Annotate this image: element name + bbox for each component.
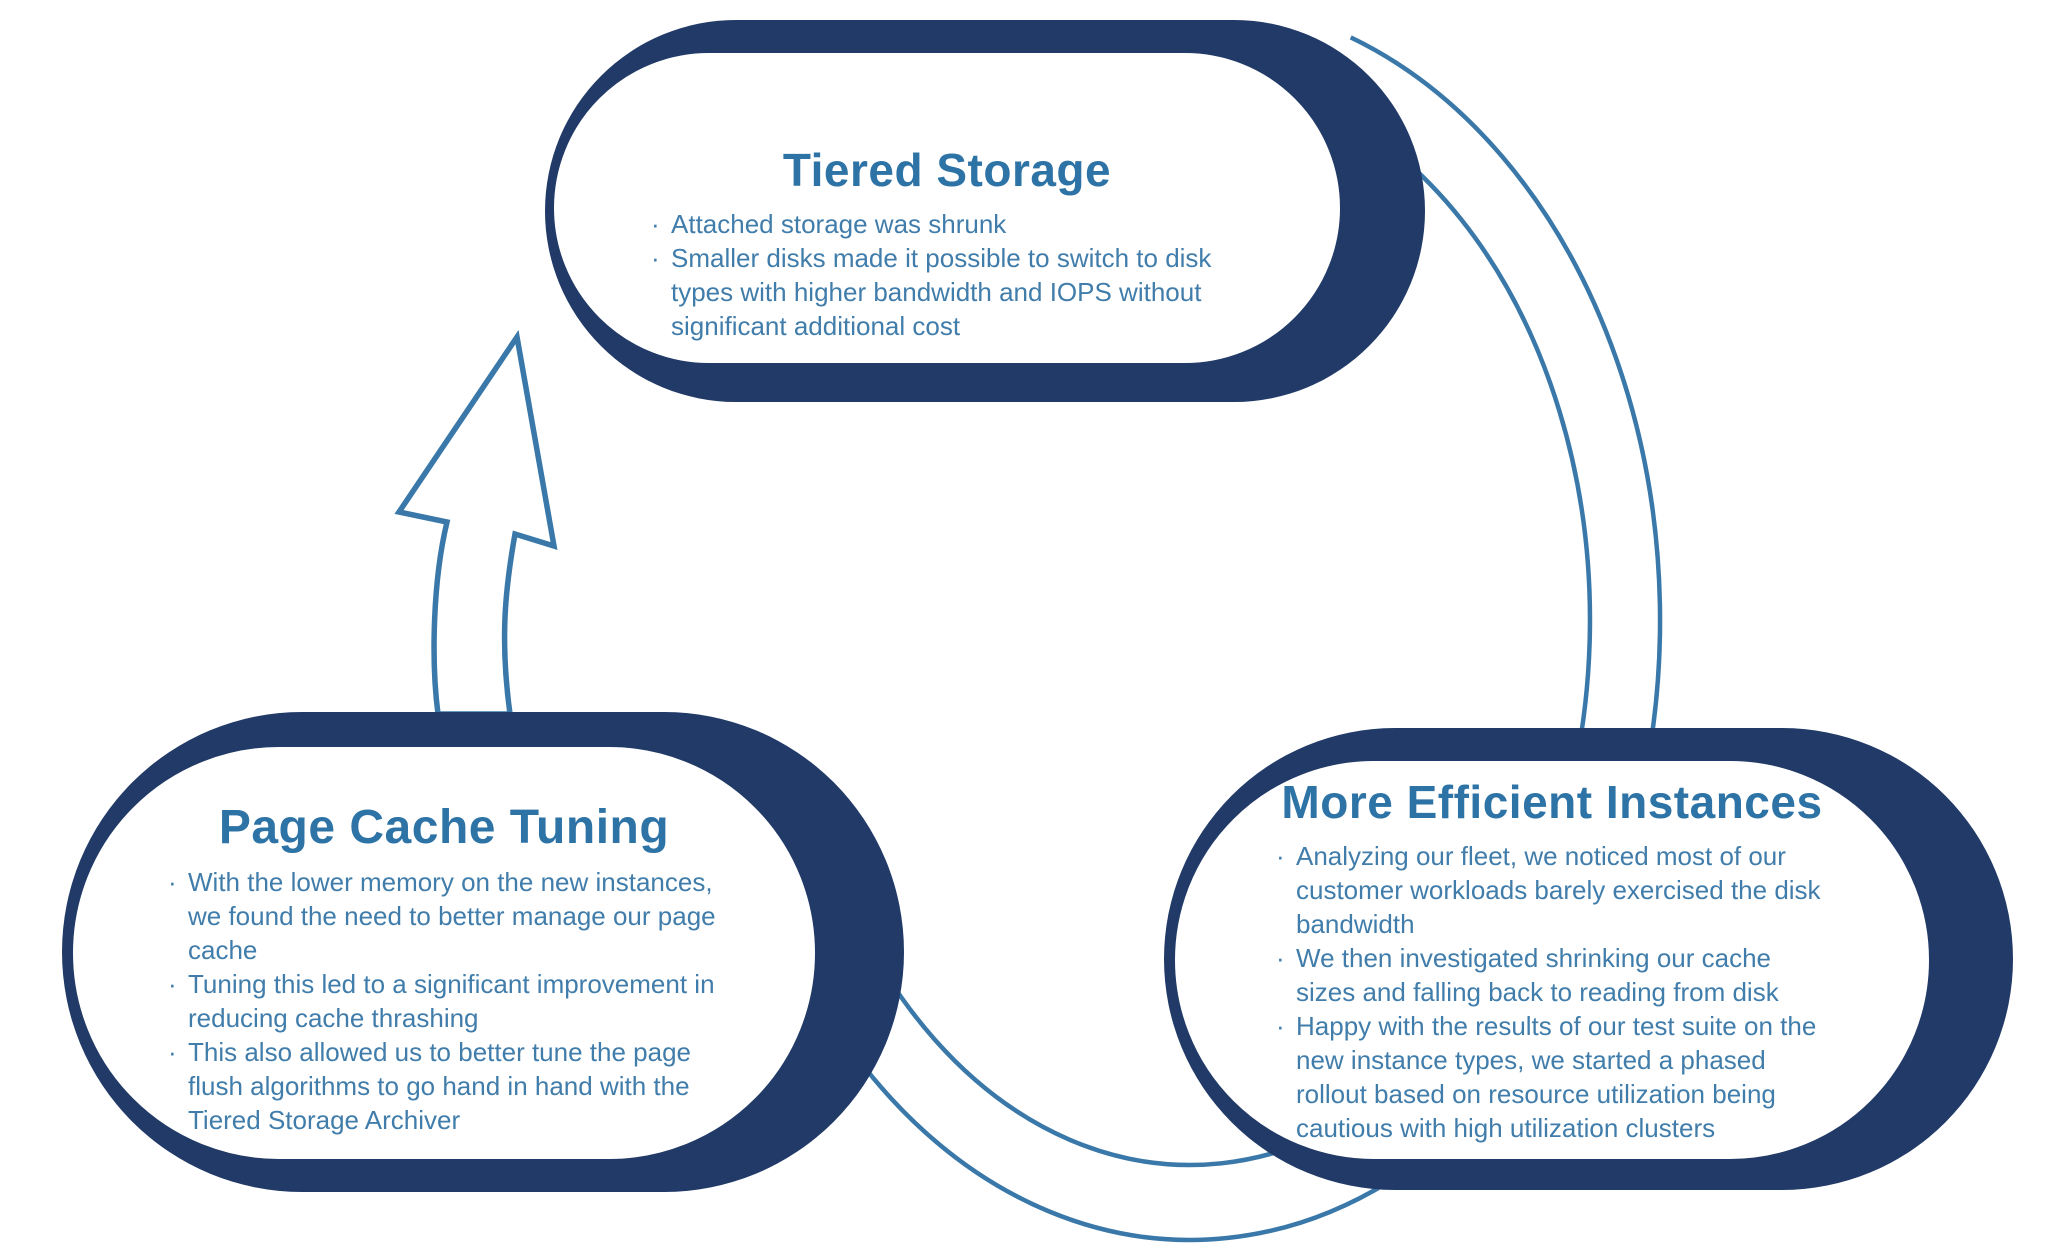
bullet-list-more-efficient-instances: · Analyzing our fleet, we noticed most o… (1272, 839, 1832, 1145)
bullet-text: Happy with the results of our test suite… (1296, 1011, 1817, 1143)
bullet-item: · Attached storage was shrunk (647, 207, 1247, 241)
bullet-item: · Happy with the results of our test sui… (1272, 1009, 1832, 1145)
cycle-arc-outer-right (1349, 35, 1663, 833)
box-title-tiered-storage: Tiered Storage (782, 144, 1112, 196)
bullet-dot-icon: · (1276, 1011, 1285, 1041)
bullet-text: Smaller disks made it possible to switch… (671, 243, 1212, 341)
bullet-text: With the lower memory on the new instanc… (188, 866, 716, 965)
page-cache-tuning-panel: Page Cache Tuning · With the lower memor… (70, 744, 818, 1162)
bullet-item: · Analyzing our fleet, we noticed most o… (1272, 839, 1832, 941)
bullet-item: · With the lower memory on the new insta… (164, 865, 724, 967)
tiered-storage-panel: Tiered Storage · Attached storage was sh… (551, 50, 1343, 366)
bullet-text: We then investigated shrinking our cache… (1296, 943, 1779, 1007)
bullet-list-page-cache-tuning: · With the lower memory on the new insta… (164, 865, 724, 1137)
bullet-dot-icon: · (168, 1036, 177, 1067)
tiered-storage-box: Tiered Storage · Attached storage was sh… (545, 20, 1425, 402)
bullet-item: · Smaller disks made it possible to swit… (647, 241, 1247, 343)
up-arrow-icon (394, 329, 558, 717)
bullet-item: · We then investigated shrinking our cac… (1272, 941, 1832, 1009)
bullet-text: Attached storage was shrunk (671, 209, 1007, 239)
box-title-page-cache-tuning: Page Cache Tuning (218, 800, 670, 854)
bullet-list-tiered-storage: · Attached storage was shrunk · Smaller … (647, 207, 1247, 343)
bullet-dot-icon: · (651, 209, 660, 239)
bullet-dot-icon: · (651, 243, 660, 273)
bullet-text: This also allowed us to better tune the … (188, 1036, 691, 1135)
bullet-text: Analyzing our fleet, we noticed most of … (1296, 841, 1821, 939)
page-cache-tuning-box: Page Cache Tuning · With the lower memor… (62, 712, 904, 1192)
bullet-dot-icon: · (1276, 841, 1285, 871)
bullet-dot-icon: · (168, 866, 177, 897)
bullet-item: · Tuning this led to a significant impro… (164, 967, 724, 1035)
bullet-text: Tuning this led to a significant improve… (188, 968, 715, 1033)
more-efficient-instances-panel: More Efficient Instances · Analyzing our… (1172, 758, 1932, 1162)
bullet-dot-icon: · (1276, 943, 1285, 973)
box-title-more-efficient-instances: More Efficient Instances (1281, 776, 1823, 828)
bullet-dot-icon: · (168, 968, 177, 999)
bullet-item: · This also allowed us to better tune th… (164, 1035, 724, 1137)
more-efficient-instances-box: More Efficient Instances · Analyzing our… (1164, 728, 2013, 1190)
